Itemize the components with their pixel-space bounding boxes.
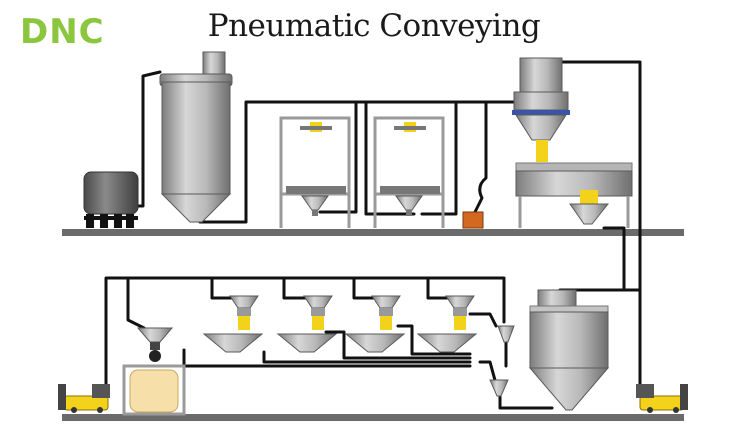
receiving-hopper-1 (202, 295, 264, 353)
receiving-hopper-4 (416, 295, 478, 353)
vacuum-receiver-lower (528, 289, 610, 411)
receiving-hopper-3 (344, 295, 406, 353)
bag-unloader-frame-2 (373, 116, 445, 228)
diagram-title: Pneumatic Conveying (207, 8, 541, 44)
receiving-hopper-2 (276, 295, 338, 353)
upper-floor (62, 229, 684, 236)
rotary-valve (462, 211, 484, 229)
lower-floor (62, 414, 684, 421)
bag-unloader-frame-1 (279, 116, 351, 228)
collector-cyclone-1 (497, 325, 515, 343)
blower-unit-lower-right (636, 384, 688, 413)
storage-silo (159, 51, 233, 223)
blower-unit-lower-left (58, 384, 110, 413)
blower-unit-upper (83, 171, 139, 228)
company-logo: DNC (20, 12, 105, 52)
collector-cyclone-2 (489, 379, 509, 397)
mixing-hopper-upper (515, 162, 633, 228)
conveying-pipes (104, 60, 642, 410)
vacuum-receiver-upper (512, 57, 570, 162)
bulk-bag-station (122, 327, 186, 416)
